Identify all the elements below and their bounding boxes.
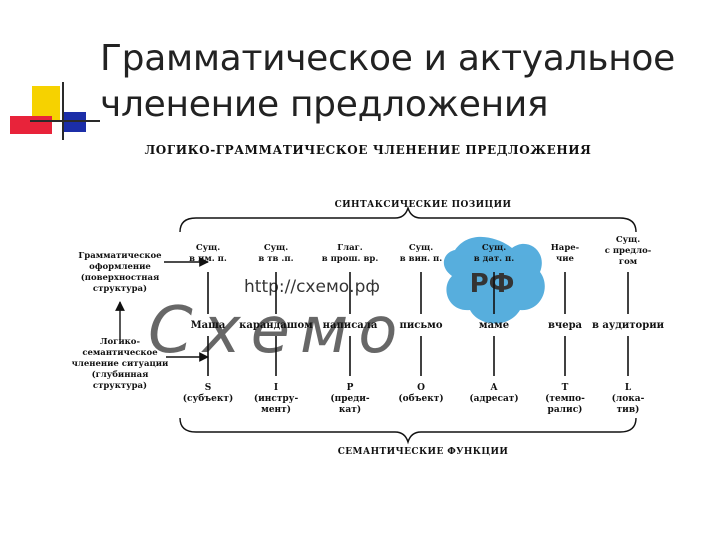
svg-text:оформление: оформление xyxy=(89,262,151,272)
word-label-7: в аудитории xyxy=(592,320,665,331)
function-label-6: ралис) xyxy=(548,404,583,415)
position-label-1: Сущ. xyxy=(196,243,220,253)
figure-heading: ЛОГИКО-ГРАММАТИЧЕСКОЕ ЧЛЕНЕНИЕ ПРЕДЛОЖЕН… xyxy=(145,143,592,157)
left-bottom-label: Логико- семантическое членение ситуации … xyxy=(72,337,169,391)
position-label-7: гом xyxy=(619,257,638,267)
position-label-6: Наре- xyxy=(551,243,580,253)
left-top-label: Грамматическое оформление (поверхностная… xyxy=(78,251,162,294)
watermark-url: http://схемо.рф xyxy=(244,277,380,297)
watermark-logo: Схемо xyxy=(148,294,407,368)
title-line-1: Грамматическое и актуальное xyxy=(100,38,676,79)
bottom-caption: СЕМАНТИЧЕСКИЕ ФУНКЦИИ xyxy=(338,447,509,457)
word-label-1: Маша xyxy=(191,320,226,331)
function-label-2: (инстру- xyxy=(254,393,299,404)
svg-text:Грамматическое: Грамматическое xyxy=(78,251,162,261)
function-label-6: T xyxy=(562,383,569,393)
position-label-7: с предло- xyxy=(605,246,652,256)
position-label-2: Сущ. xyxy=(264,243,288,253)
position-label-3: в прош. вр. xyxy=(322,254,379,264)
position-label-1: в им. п. xyxy=(189,254,227,264)
vertical-rule xyxy=(62,82,64,140)
function-label-5: (адресат) xyxy=(469,393,518,404)
slide-title: Грамматическое и актуальное членение пре… xyxy=(100,36,675,128)
position-label-5: Сущ. xyxy=(482,243,506,253)
position-label-4: в вин. п. xyxy=(400,254,442,264)
function-label-1: (субъект) xyxy=(183,393,233,404)
title-line-2: членение предложения xyxy=(100,84,549,125)
word-label-6: вчера xyxy=(548,320,583,331)
function-label-1: S xyxy=(205,383,212,393)
function-label-2: I xyxy=(274,383,278,393)
horizontal-rule xyxy=(30,120,100,122)
function-label-3: P xyxy=(347,383,354,393)
word-label-2: карандашом xyxy=(239,320,313,331)
function-label-3: кат) xyxy=(339,404,361,415)
bottom-brace xyxy=(179,417,637,445)
svg-text:членение ситуации: членение ситуации xyxy=(72,359,169,369)
function-label-7: L xyxy=(625,383,632,393)
svg-text:структура): структура) xyxy=(93,283,147,294)
svg-text:структура): структура) xyxy=(93,380,147,391)
top-brace xyxy=(179,205,637,233)
function-label-4: (объект) xyxy=(398,393,443,404)
svg-text:Логико-: Логико- xyxy=(100,337,141,347)
yellow-square-decoration xyxy=(32,86,60,120)
watermark-badge: РФ xyxy=(470,269,515,299)
position-label-3: Глаг. xyxy=(337,243,363,253)
function-label-5: A xyxy=(490,383,499,393)
function-label-4: O xyxy=(417,383,425,393)
svg-text:(поверхностная: (поверхностная xyxy=(81,272,160,283)
word-label-5: маме xyxy=(479,320,509,331)
function-label-7: тив) xyxy=(617,404,640,415)
function-label-2: мент) xyxy=(261,404,291,415)
word-label-4: письмо xyxy=(400,320,443,331)
position-label-2: в тв .п. xyxy=(258,254,293,264)
position-label-4: Сущ. xyxy=(409,243,433,253)
function-label-7: (лока- xyxy=(612,393,645,404)
top-caption: СИНТАКСИЧЕСКИЕ ПОЗИЦИИ xyxy=(335,200,512,210)
function-label-6: (темпо- xyxy=(545,393,585,404)
position-label-6: чие xyxy=(556,254,575,264)
function-label-3: (преди- xyxy=(330,393,370,404)
position-label-7: Сущ. xyxy=(616,235,640,245)
word-label-3: написала xyxy=(323,320,378,331)
svg-text:(глубинная: (глубинная xyxy=(92,369,149,380)
blue-square-decoration xyxy=(62,112,86,132)
svg-text:семантическое: семантическое xyxy=(82,348,158,358)
position-label-5: в дат. п. xyxy=(474,254,514,264)
